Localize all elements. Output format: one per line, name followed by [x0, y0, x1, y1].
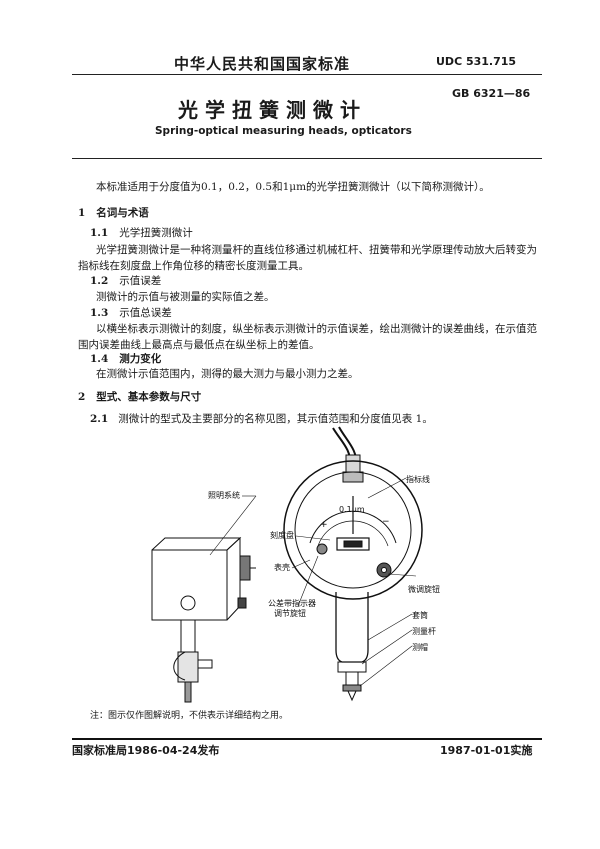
leader-sleeve: [367, 613, 413, 641]
dial-bezel: [294, 471, 412, 589]
title-rule: [72, 158, 542, 159]
section-title: 名词与术语: [96, 207, 149, 219]
section-number: 2.1: [90, 413, 109, 425]
section-1-3-body-line1: 以横坐标表示测微计的刻度，纵坐标表示测微计的示值误差，绘出测微计的误差曲线，在示…: [96, 323, 537, 335]
standard-number: GB 6321—86: [452, 87, 531, 100]
scale-minus: −: [382, 517, 390, 527]
section-body: 测微计的型式及主要部分的名称见图，其示值范围和分度值见表 1。: [118, 413, 433, 425]
section-number: 1.3: [90, 307, 109, 319]
footer-rule: [72, 738, 542, 740]
lamp-rod: [184, 681, 192, 703]
label-sleeve: 套筒: [412, 610, 428, 620]
section-2-heading: 2 型式、基本参数与尺寸: [78, 390, 201, 404]
lamp-socket: [180, 595, 196, 611]
label-tol-knob-2: 调节旋钮: [274, 608, 306, 618]
sleeve: [335, 592, 369, 663]
rod-cap: [342, 684, 362, 692]
label-rod: 测量杆: [412, 626, 436, 636]
connector-cap: [342, 471, 364, 483]
lamp-clamp: [173, 651, 186, 681]
udc-code: UDC 531.715: [436, 55, 517, 68]
scale-label: 0.1μm: [339, 505, 365, 514]
probe-tip: [347, 690, 357, 702]
cable-connector: [345, 454, 361, 474]
leader-case: [291, 559, 311, 569]
section-number: 1.4: [90, 353, 109, 365]
lighting-plug: [239, 555, 251, 581]
label-fine-knob: 微调旋钮: [408, 584, 440, 594]
section-number: 1.1: [90, 227, 109, 239]
document-title: 光学扭簧测微计: [178, 98, 367, 122]
lamp-holder: [177, 651, 199, 683]
section-number: 1.2: [90, 275, 109, 287]
fine-adjust-knob-center: [381, 567, 387, 573]
sleeve-collar: [337, 661, 367, 673]
leader-fine-knob: [387, 573, 417, 577]
effective-statement: 1987-01-01实施: [440, 744, 533, 757]
section-1-4-body: 在测微计示值范围内，测得的最大测力与最小测力之差。: [96, 368, 359, 380]
section-title: 示值误差: [119, 275, 162, 287]
intro-paragraph: 本标准适用于分度值为0.1，0.2，0.5和1μm的光学扭簧测微计（以下简称测微…: [96, 181, 490, 193]
tolerance-marker-left: [316, 543, 328, 555]
section-1-3-heading: 1.3 示值总误差: [90, 306, 172, 320]
label-lighting: 照明系统: [208, 490, 240, 500]
dial-outer-case: [283, 460, 423, 600]
leader-scale-plate: [295, 535, 331, 541]
label-scale-plate: 刻度盘: [270, 530, 294, 540]
section-1-heading: 1 名词与术语: [78, 206, 149, 220]
figure-note: 注：图示仅作图解说明，不供表示详细结构之用。: [90, 711, 289, 721]
lamp-bracket: [180, 620, 196, 652]
measuring-rod: [345, 672, 359, 687]
section-number: 2: [78, 391, 86, 403]
scale-window-mark: [343, 540, 363, 548]
label-index-line: 指标线: [406, 474, 430, 484]
section-1-1-body-line2: 指标线在刻度盘上作角位移的精密长度测量工具。: [78, 260, 309, 272]
issuing-org: 中华人民共和国国家标准: [174, 55, 351, 73]
lamp-plug: [198, 659, 213, 669]
label-case: 表壳: [274, 562, 290, 572]
document-title-en: Spring-optical measuring heads, opticato…: [155, 125, 412, 137]
scale-plus: +: [320, 520, 328, 530]
section-title: 型式、基本参数与尺寸: [96, 391, 202, 403]
section-1-2-body: 测微计的示值与被测量的实际值之差。: [96, 291, 275, 303]
section-1-1-heading: 1.1 光学扭簧测微计: [90, 226, 193, 240]
leader-tol-knob: [297, 555, 319, 607]
leader-rod: [361, 629, 413, 665]
section-1-2-heading: 1.2 示值误差: [90, 274, 161, 288]
leader-cap: [359, 645, 413, 687]
leader-index-line: [367, 477, 407, 499]
lighting-box-front: [151, 549, 228, 621]
lighting-box-top: [151, 537, 242, 551]
section-1-1-body-line1: 光学扭簧测微计是一种将测量杆的直线位移通过机械杠杆、扭簧带和光学原理传动放大后转…: [96, 244, 537, 256]
section-number: 1: [78, 207, 86, 219]
section-1-3-body-line2: 围内误差曲线上最高点与最低点在纵坐标上的差值。: [78, 339, 320, 351]
issue-statement: 国家标准局1986-04-24发布: [72, 744, 220, 757]
section-title: 示值总误差: [119, 307, 172, 319]
leader-lighting-to-box: [209, 495, 257, 556]
section-2-1-paragraph: 2.1 测微计的型式及主要部分的名称见图，其示值范围和分度值见表 1。: [90, 412, 433, 426]
section-title: 光学扭簧测微计: [119, 227, 193, 239]
section-1-4-heading: 1.4 测力变化: [90, 352, 161, 366]
section-title: 测力变化: [119, 353, 162, 365]
header-rule: [72, 74, 542, 75]
label-tol-knob-1: 公差带指示器: [268, 598, 316, 608]
adjust-knob: [237, 597, 247, 609]
label-cap: 测帽: [412, 642, 428, 652]
